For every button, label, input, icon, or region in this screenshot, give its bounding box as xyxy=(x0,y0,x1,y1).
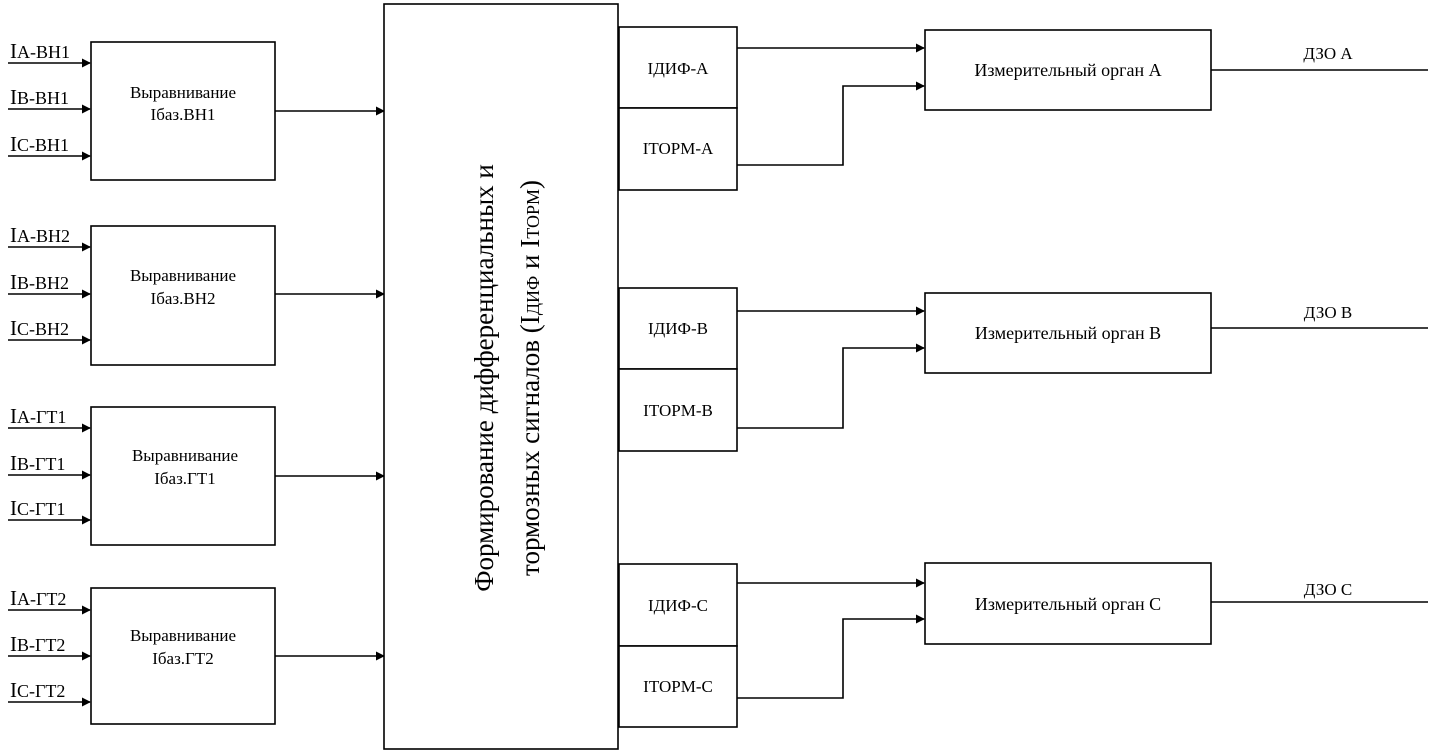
dif-output-label-b: IДИФ-В xyxy=(648,319,708,338)
torm-output-block-b xyxy=(618,368,738,452)
result-label-b: ДЗО В xyxy=(1304,303,1352,322)
input-label-b-bh2: IB-BH2 xyxy=(10,270,69,294)
result-label-c: ДЗО С xyxy=(1304,580,1352,599)
torm-signal-arrow-c xyxy=(737,614,925,699)
measuring-element-label-c: Измерительный орган С xyxy=(975,594,1161,614)
input-label-c-gt2: IC-ГТ2 xyxy=(10,678,65,702)
normalization-title: Выравнивание xyxy=(130,266,236,285)
phase-b-channel: IДИФ-В IТОРМ-В Измерительный орган В ДЗО… xyxy=(618,287,1428,452)
dif-output-label-a: IДИФ-А xyxy=(648,59,710,78)
main-processing-block: Формирование дифференциальных и тормозны… xyxy=(383,3,619,750)
phase-a-channel: IДИФ-А IТОРМ-А Измерительный орган А ДЗО… xyxy=(618,26,1428,191)
torm-output-block-a xyxy=(618,107,738,191)
normalization-block-gt1 xyxy=(90,406,276,546)
result-label-a: ДЗО А xyxy=(1303,44,1353,63)
torm-signal-arrow-a xyxy=(737,81,925,166)
phase-c-channel: IДИФ-С IТОРМ-С Измерительный орган С ДЗО… xyxy=(618,562,1428,728)
normalization-title: Выравнивание xyxy=(132,446,238,465)
input-label-c-gt1: IC-ГТ1 xyxy=(10,496,65,520)
normalization-block-bh2 xyxy=(90,225,276,366)
normalization-block-gt2 xyxy=(90,587,276,725)
measuring-element-b xyxy=(924,292,1212,374)
input-label-b-gt2: IB-ГТ2 xyxy=(10,632,65,656)
input-group-bh1: IA-BH1 IB-BH1 IC-BH1 Выравнивание Iбаз.В… xyxy=(8,39,385,181)
normalization-base: Iбаз.ГТ1 xyxy=(154,469,216,488)
main-block-title-line2: тормозных сигналов (IДИФ и IТОРМ) xyxy=(515,180,545,576)
dif-output-block-c xyxy=(618,563,738,647)
input-group-gt2: IA-ГТ2 IB-ГТ2 IC-ГТ2 Выравнивание Iбаз.Г… xyxy=(8,586,385,725)
torm-signal-arrow-b xyxy=(737,343,925,429)
measuring-element-label-b: Измерительный орган В xyxy=(975,323,1161,343)
normalization-base: Iбаз.ВН2 xyxy=(151,289,216,308)
input-label-b-bh1: IB-BH1 xyxy=(10,85,69,109)
measuring-element-label-a: Измерительный орган А xyxy=(974,60,1161,80)
main-block-frame xyxy=(383,3,619,750)
torm-output-label-b: IТОРМ-В xyxy=(643,401,713,420)
dif-output-block-a xyxy=(618,26,738,109)
input-label-c-bh1: IC-BH1 xyxy=(10,132,69,156)
torm-output-block-c xyxy=(618,645,738,728)
input-label-c-bh2: IC-BH2 xyxy=(10,316,69,340)
dif-output-block-b xyxy=(618,287,738,370)
torm-output-label-c: IТОРМ-С xyxy=(643,677,713,696)
measuring-element-c xyxy=(924,562,1212,645)
torm-output-label-a: IТОРМ-А xyxy=(643,139,714,158)
input-label-a-gt1: IA-ГТ1 xyxy=(10,404,66,428)
normalization-title: Выравнивание xyxy=(130,626,236,645)
normalization-block-bh1 xyxy=(90,41,276,181)
input-label-a-bh2: IA-BH2 xyxy=(10,223,70,247)
normalization-title: Выравнивание xyxy=(130,83,236,102)
normalization-base: Iбаз.ГТ2 xyxy=(152,649,214,668)
measuring-element-a xyxy=(924,29,1212,111)
input-group-bh2: IA-BH2 IB-BH2 IC-BH2 Выравнивание Iбаз.В… xyxy=(8,223,385,366)
input-group-gt1: IA-ГТ1 IB-ГТ1 IC-ГТ1 Выравнивание Iбаз.Г… xyxy=(8,404,385,546)
input-label-a-gt2: IA-ГТ2 xyxy=(10,586,66,610)
input-label-b-gt1: IB-ГТ1 xyxy=(10,451,65,475)
input-label-a-bh1: IA-BH1 xyxy=(10,39,70,63)
main-block-title-line1: Формирование дифференциальных и xyxy=(469,164,499,592)
dif-output-label-c: IДИФ-С xyxy=(648,596,708,615)
normalization-base: Iбаз.ВН1 xyxy=(151,105,216,124)
